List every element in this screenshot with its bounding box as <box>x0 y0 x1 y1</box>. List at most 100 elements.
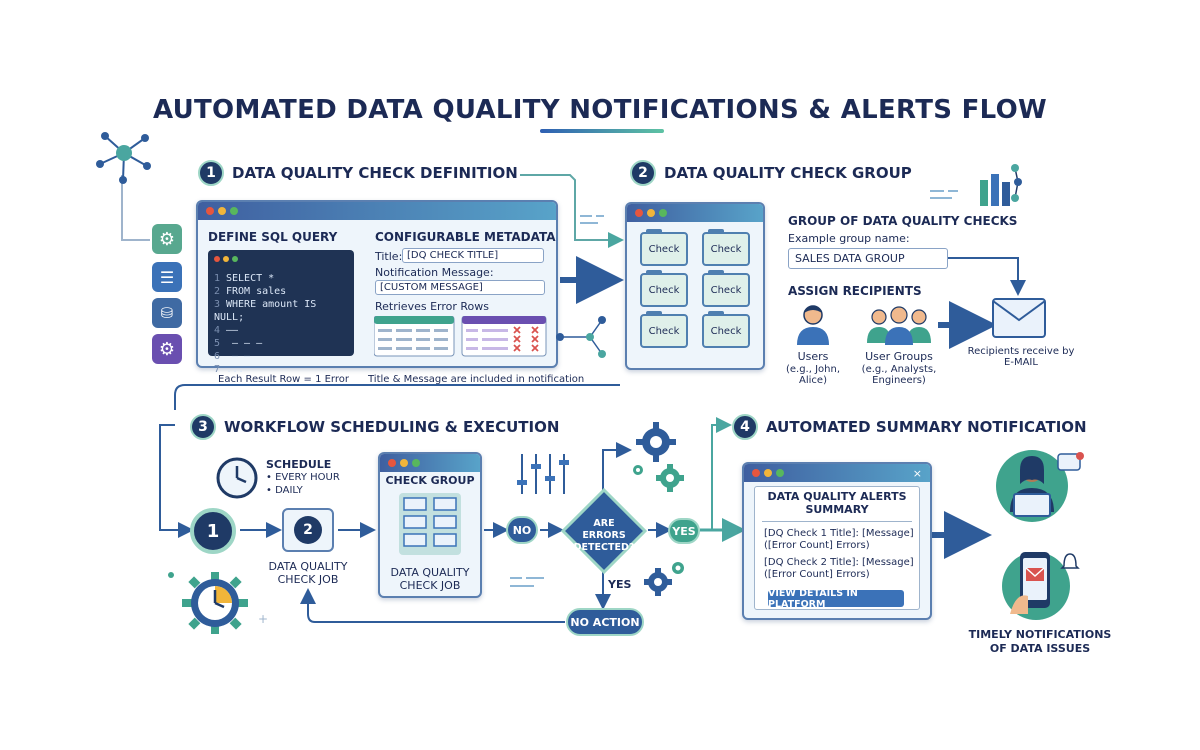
schedule-label: SCHEDULE <box>266 458 332 471</box>
close-icon[interactable]: × <box>912 466 922 480</box>
section-3-title: WORKFLOW SCHEDULING & EXECUTION <box>224 418 560 436</box>
gears-small-icon <box>644 562 684 596</box>
connector-noaction-loop <box>300 588 565 623</box>
minimize-dot-icon[interactable] <box>764 469 772 477</box>
connector-decision-gears <box>602 442 632 490</box>
section-4-number: 4 <box>732 414 758 440</box>
code-line: 4—— <box>214 325 239 336</box>
group-name-field[interactable]: SALES DATA GROUP <box>788 248 948 269</box>
clock-icon <box>216 457 258 499</box>
check-card[interactable]: Check <box>702 270 750 307</box>
settings-icon: ⚙ <box>152 334 182 364</box>
maximize-dot-icon[interactable] <box>412 459 420 467</box>
check-group-job-caption: DATA QUALITY CHECK JOB <box>390 566 470 592</box>
code-line: 6 — — <box>214 351 251 362</box>
minimize-dot-icon[interactable] <box>400 459 408 467</box>
summary-title: DATA QUALITY ALERTS SUMMARY <box>767 490 907 516</box>
connector-sec2-sec3 <box>174 384 620 410</box>
gears-icon <box>633 422 684 492</box>
check-card[interactable]: Check <box>640 311 688 348</box>
user-icon <box>797 305 829 345</box>
check-card[interactable]: Check <box>702 311 750 348</box>
check-group-title: CHECK GROUP <box>385 474 475 487</box>
close-dot-icon[interactable] <box>635 209 643 217</box>
summary-item-1: [DQ Check 1 Title]: [Message] ([Error Co… <box>764 528 914 551</box>
dot-decor-icon <box>168 572 174 578</box>
section-1-number: 1 <box>198 160 224 186</box>
section-3-number: 3 <box>190 414 216 440</box>
connector-to-step1 <box>159 424 194 538</box>
result-table <box>374 316 455 357</box>
summary-item-2: [DQ Check 2 Title]: [Message] ([Error Co… <box>764 557 914 580</box>
section-1-heading: 1 DATA QUALITY CHECK DEFINITION <box>198 160 518 186</box>
yes-branch-badge: YES <box>668 518 700 544</box>
connector-sec1-sec2 <box>520 174 624 248</box>
title-field[interactable]: [DQ CHECK TITLE] <box>402 248 544 263</box>
view-details-button[interactable]: VIEW DETAILS IN PLATFORM <box>768 588 904 610</box>
message-field-label: Notification Message: <box>375 266 494 279</box>
decor-dashes <box>510 190 958 587</box>
summary-panel <box>754 486 920 610</box>
bar-chart-icon <box>980 164 1022 206</box>
summary-divider <box>762 521 912 522</box>
close-dot-icon[interactable] <box>206 207 214 215</box>
node-cluster-icon <box>556 316 606 358</box>
window-titlebar: × <box>744 464 930 482</box>
check-card[interactable]: Check <box>702 229 750 266</box>
check-card[interactable]: Check <box>640 270 688 307</box>
close-dot-icon[interactable] <box>388 459 396 467</box>
code-window-dots <box>214 256 238 262</box>
title-underline <box>540 129 664 133</box>
define-sql-label: DEFINE SQL QUERY <box>208 230 338 244</box>
user-groups-example: (e.g., Analysts, Engineers) <box>861 364 937 386</box>
decision-diamond: ARE ERRORS DETECTED? <box>561 488 647 574</box>
assign-recipients-label: ASSIGN RECIPIENTS <box>788 284 922 298</box>
check-card[interactable]: Check <box>640 229 688 266</box>
schedule-daily: • DAILY <box>266 485 303 496</box>
group-heading: GROUP OF DATA QUALITY CHECKS <box>788 214 1018 228</box>
minimize-dot-icon[interactable] <box>218 207 226 215</box>
email-icon <box>992 298 1046 338</box>
section-2-number: 2 <box>630 160 656 186</box>
caption-result-row: Each Result Row = 1 Error <box>218 374 349 385</box>
yes-down-label: YES <box>608 578 632 591</box>
error-table <box>461 316 547 357</box>
connector-group-to-email <box>948 257 1026 296</box>
network-icon <box>96 132 151 184</box>
maximize-dot-icon[interactable] <box>230 207 238 215</box>
job-step-2[interactable]: 2 <box>282 508 334 552</box>
retrieves-label: Retrieves Error Rows <box>375 300 489 313</box>
no-action-badge: NO ACTION <box>566 608 644 636</box>
code-line: 5 — — — <box>214 338 263 349</box>
timely-notifications-caption: TIMELY NOTIFICATIONS OF DATA ISSUES <box>968 628 1112 655</box>
gear-clock-icon <box>182 572 248 634</box>
code-line: 7... <box>214 364 245 375</box>
window-titlebar <box>627 204 763 222</box>
section-4-heading: 4 AUTOMATED SUMMARY NOTIFICATION <box>732 414 1087 440</box>
maximize-dot-icon[interactable] <box>776 469 784 477</box>
example-group-label: Example group name: <box>788 232 910 245</box>
message-field[interactable]: [CUSTOM MESSAGE] <box>375 280 545 295</box>
user-group-icon <box>867 306 931 345</box>
minimize-dot-icon[interactable] <box>647 209 655 217</box>
no-branch-badge: NO <box>506 516 538 544</box>
schedule-hourly: • EVERY HOUR <box>266 472 340 483</box>
metadata-label: CONFIGURABLE METADATA <box>375 230 556 244</box>
schedule-step-1[interactable]: 1 <box>190 508 236 554</box>
close-dot-icon[interactable] <box>752 469 760 477</box>
connector-yes-sec4 <box>700 417 732 531</box>
database-gear-icon: ⛁ <box>152 298 182 328</box>
maximize-dot-icon[interactable] <box>659 209 667 217</box>
job-caption: DATA QUALITY CHECK JOB <box>268 560 348 586</box>
decision-text: ARE ERRORS DETECTED? <box>573 518 635 553</box>
step-2-number: 2 <box>294 516 322 544</box>
window-titlebar <box>380 454 480 472</box>
section-4-title: AUTOMATED SUMMARY NOTIFICATION <box>766 418 1087 436</box>
phone-alert-icon <box>1002 552 1080 620</box>
section-1-title: DATA QUALITY CHECK DEFINITION <box>232 164 518 182</box>
